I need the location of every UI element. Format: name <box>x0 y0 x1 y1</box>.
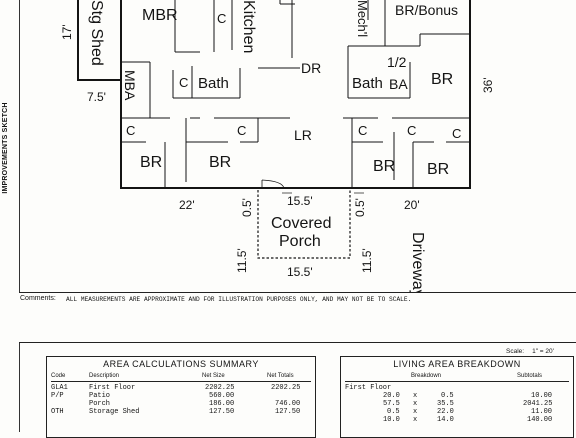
room-br-4: BR <box>373 158 395 175</box>
room-mba: MBA <box>122 70 138 101</box>
closet-label: C <box>358 123 367 138</box>
dim-0-5-right: 0.5' <box>353 198 367 217</box>
col-description: Description <box>89 373 120 379</box>
row-net-total: 127.50 <box>275 408 301 416</box>
breakdown-subtotal: 140.00 <box>527 416 553 424</box>
floor-plan-sketch: MBR C Kitchen Mech'l BR/Bonus Stg Shed M… <box>60 0 495 292</box>
col-net-size: Net Size <box>202 373 225 379</box>
row-net-size: 2202.25 <box>205 384 235 392</box>
area-summary-title: AREA CALCULATIONS SUMMARY <box>103 359 259 369</box>
closet-label: C <box>126 123 135 138</box>
breakdown-x: x <box>413 400 418 408</box>
col-subtotals: Subtotals <box>517 373 543 379</box>
area-calculations-summary: AREA CALCULATIONS SUMMARY Code Descripti… <box>46 356 316 438</box>
room-dr: DR <box>301 60 321 76</box>
room-br-5: BR <box>427 161 449 178</box>
dim-15-5-bottom: 15.5' <box>287 265 313 279</box>
scale-indicator: Scale: 1" = 20' <box>506 348 554 355</box>
sidebar-tab <box>0 0 20 292</box>
closet-label: C <box>237 123 246 138</box>
breakdown-b: 14.0 <box>437 416 454 424</box>
row-code: P/P <box>51 392 64 400</box>
breakdown-a: 20.0 <box>383 392 400 400</box>
room-br-bonus: BR/Bonus <box>395 2 458 18</box>
closet-label: C <box>452 126 461 141</box>
breakdown-x: x <box>413 416 418 424</box>
row-description: Porch <box>89 400 111 408</box>
comments-text: ALL MEASUREMENTS ARE APPROXIMATE AND FOR… <box>66 296 412 303</box>
section-first-floor: First Floor <box>345 384 392 392</box>
porch-covered: Covered <box>271 215 331 232</box>
breakdown-a: 57.5 <box>383 400 400 408</box>
scale-label: Scale: <box>506 348 525 355</box>
dim-22: 22' <box>179 198 195 212</box>
dim-15-5-top: 15.5' <box>287 194 313 208</box>
breakdown-x: x <box>413 408 418 416</box>
room-half: 1/2 <box>387 54 407 70</box>
breakdown-b: 22.0 <box>437 408 454 416</box>
closet-label: C <box>407 123 416 138</box>
col-code: Code <box>51 373 66 379</box>
room-lr: LR <box>294 127 312 143</box>
room-br-2: BR <box>140 154 162 171</box>
room-mbr: MBR <box>142 7 178 24</box>
room-br-1: BR <box>431 71 453 88</box>
breakdown-subtotal: 10.00 <box>531 392 553 400</box>
breakdown-x: x <box>413 392 418 400</box>
breakdown-subtotal: 2041.25 <box>523 400 553 408</box>
comments-top-rule <box>19 292 576 293</box>
row-description: Patio <box>89 392 111 400</box>
driveway-label: Driveway <box>409 232 426 292</box>
row-net-size: 127.50 <box>209 408 235 416</box>
comments-label: Comments: <box>20 295 56 302</box>
breakdown-b: 0.5 <box>441 392 454 400</box>
dim-7-5: 7.5' <box>87 90 106 104</box>
row-code: OTH <box>51 408 64 416</box>
dim-36: 36' <box>481 77 495 93</box>
row-net-size: 186.00 <box>209 400 235 408</box>
room-kitchen: Kitchen <box>240 0 257 53</box>
row-description: Storage Shed <box>89 408 140 416</box>
room-stg-shed: Stg Shed <box>88 0 105 66</box>
breakdown-subtotal: 11.00 <box>531 408 553 416</box>
row-net-size: 560.00 <box>209 392 235 400</box>
dim-11-5-right: 11.5' <box>360 248 374 273</box>
dim-11-5-left: 11.5' <box>235 248 249 273</box>
row-code: GLA1 <box>51 384 68 392</box>
breakdown-a: 0.5 <box>387 408 400 416</box>
closet-label: C <box>217 11 226 26</box>
living-area-breakdown: LIVING AREA BREAKDOWN Breakdown Subtotal… <box>340 356 574 438</box>
col-breakdown: Breakdown <box>411 373 442 379</box>
scale-value: 1" = 20' <box>532 348 554 355</box>
room-br-3: BR <box>209 154 231 171</box>
row-description: First Floor <box>89 384 136 392</box>
row-net-total: 746.00 <box>275 400 301 408</box>
header-rule <box>345 381 569 382</box>
dim-20: 20' <box>404 198 420 212</box>
breakdown-a: 10.0 <box>383 416 400 424</box>
room-bath-2: Bath <box>352 75 383 92</box>
comments-bottom-rule <box>19 342 576 343</box>
room-bath: Bath <box>198 75 229 92</box>
porch-label: Porch <box>279 233 321 250</box>
header-rule <box>51 381 311 382</box>
room-mech: Mech'l <box>355 0 370 37</box>
col-net-totals: Net Totals <box>267 373 294 379</box>
room-ba: BA <box>389 76 408 92</box>
breakdown-b: 35.5 <box>437 400 454 408</box>
row-net-total: 2202.25 <box>271 384 301 392</box>
dim-0-5-left: 0.5' <box>240 198 254 217</box>
sidebar-tab-lower <box>0 342 20 432</box>
living-area-title: LIVING AREA BREAKDOWN <box>393 359 521 369</box>
dim-17: 17' <box>60 24 74 40</box>
closet-label: C <box>179 75 188 90</box>
